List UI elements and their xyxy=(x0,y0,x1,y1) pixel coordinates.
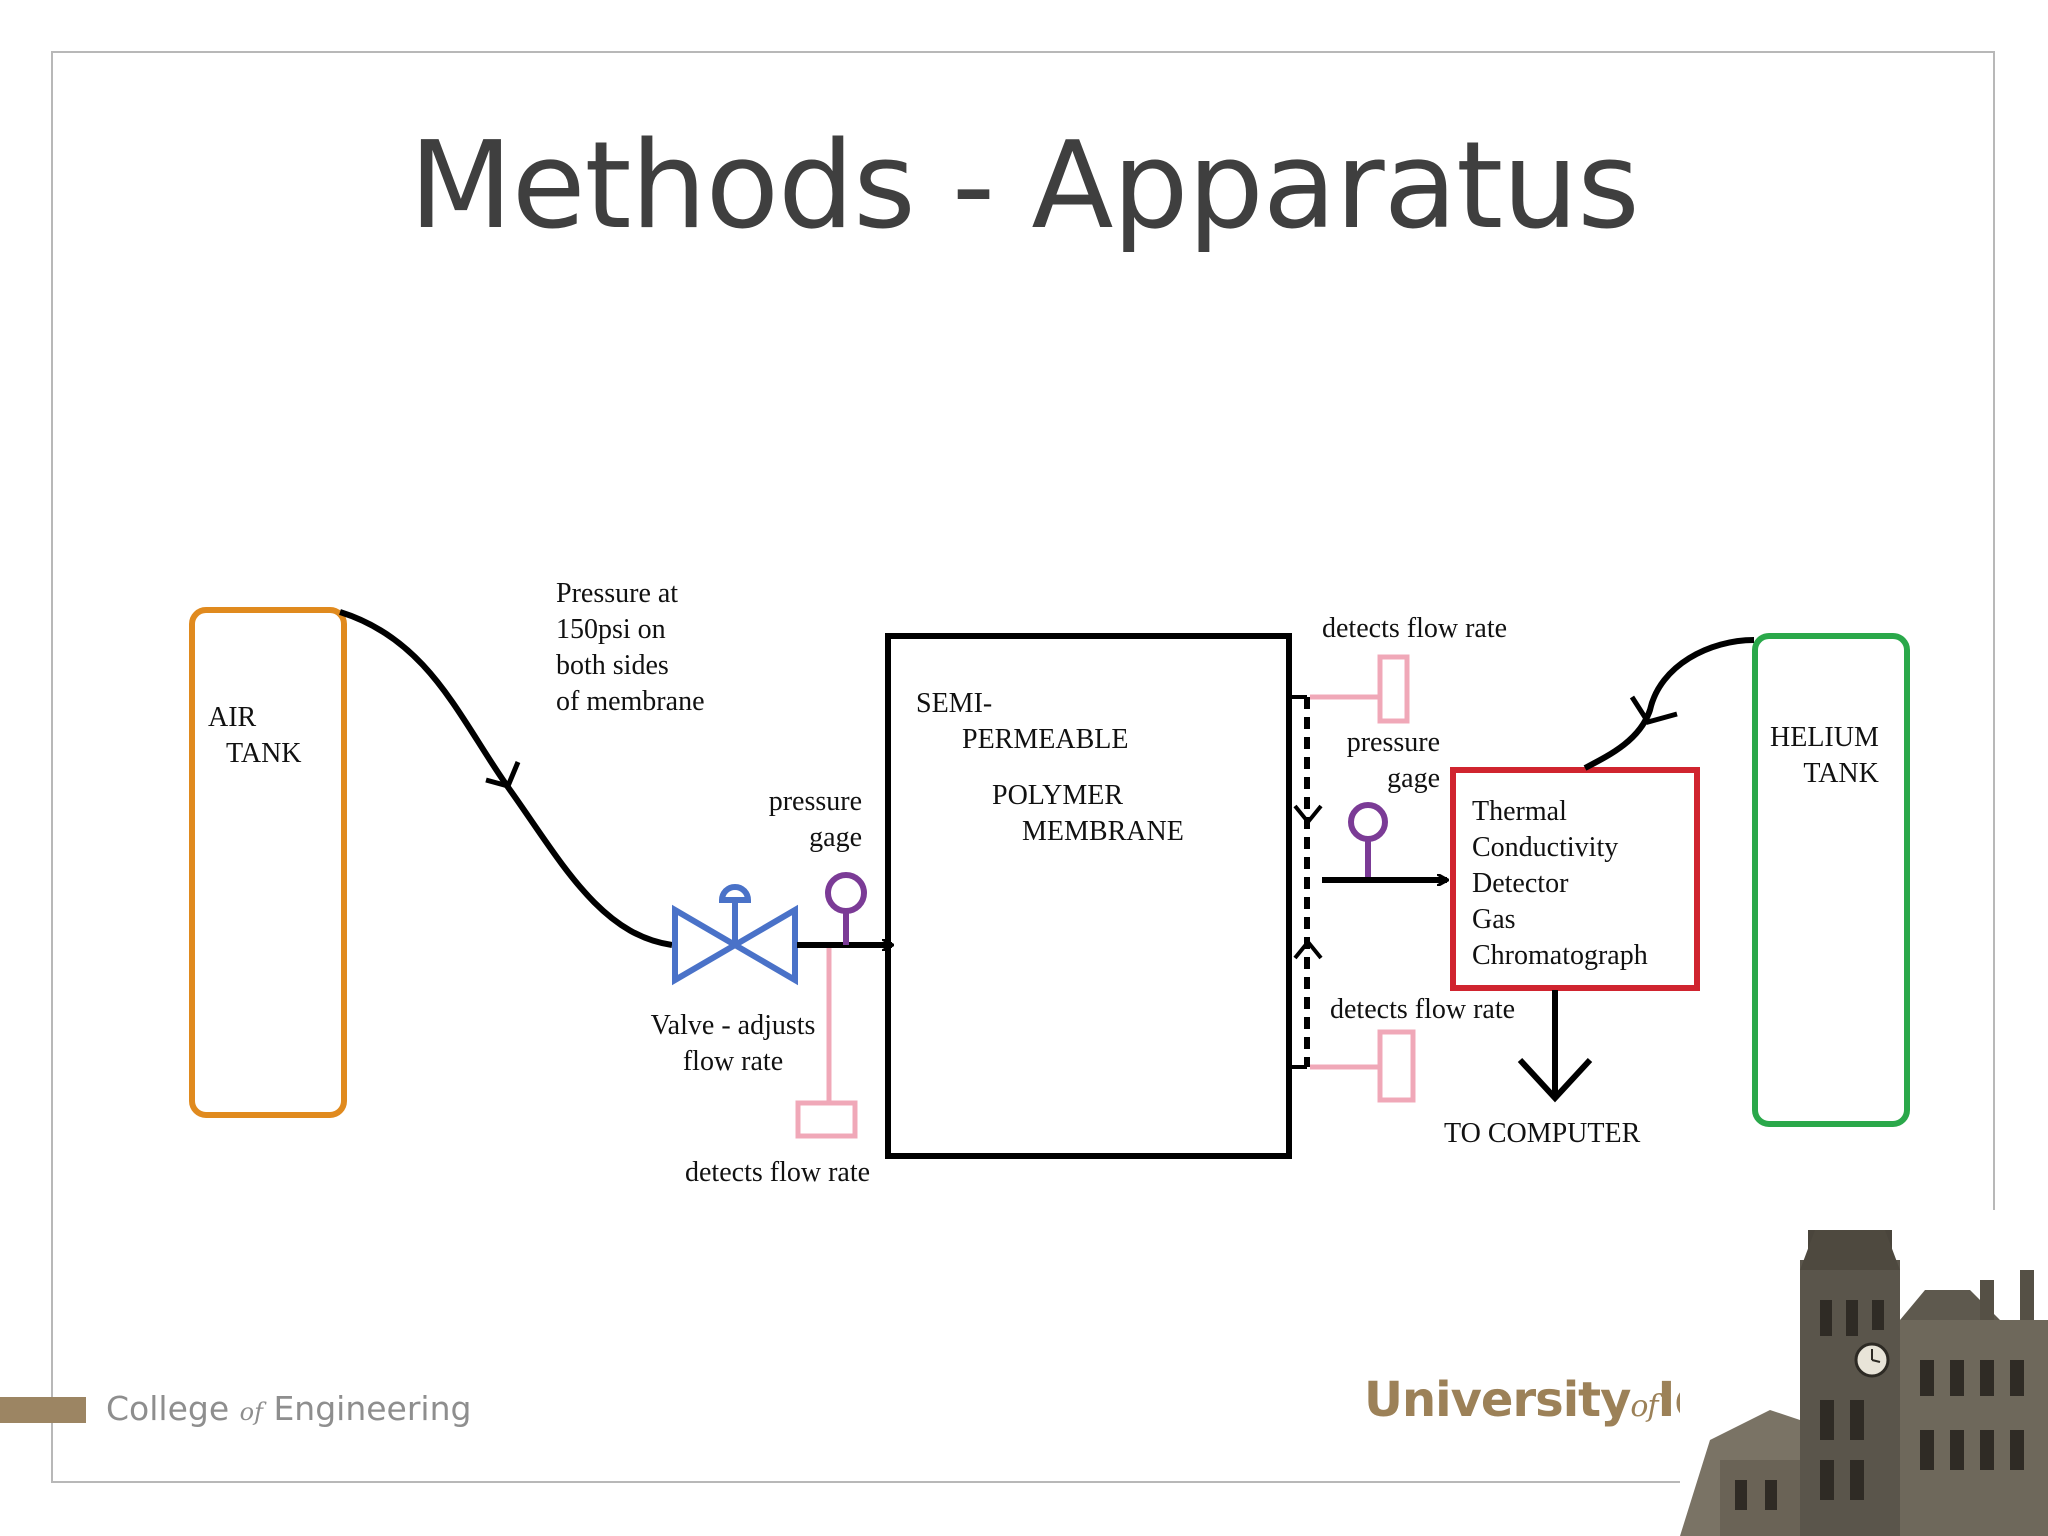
detector-label: Thermal Conductivity Detector Gas Chroma… xyxy=(1472,796,1648,971)
valve-label: Valve - adjusts flow rate xyxy=(650,1010,816,1077)
air-tank xyxy=(189,607,347,1118)
air-flow-arrow xyxy=(485,761,521,789)
helium-tank-label: HELIUM TANK xyxy=(1770,722,1879,789)
helium-supply-line xyxy=(1583,637,1755,771)
bottom-flow-label: detects flow rate xyxy=(1330,994,1516,1025)
inlet-flow-label: detects flow rate xyxy=(685,1157,871,1188)
helium-flow-arrow xyxy=(1629,695,1678,725)
air-tank-label: AIR TANK xyxy=(208,702,302,769)
helium-tank xyxy=(1752,633,1910,1127)
up-arrow xyxy=(1293,938,1323,960)
inlet-flow-sensor-icon xyxy=(795,948,858,1139)
membrane-box xyxy=(885,633,1292,1159)
footer-accent-bar xyxy=(0,1397,86,1423)
outlet-pressure-gage-icon xyxy=(1348,802,1388,877)
top-flow-label: detects flow rate xyxy=(1322,613,1508,644)
valve-icon xyxy=(672,884,798,986)
membrane-label: SEMI- PERMEABLE POLYMER MEMBRANE xyxy=(916,688,1184,847)
bottom-flow-sensor-icon xyxy=(1310,1029,1416,1103)
outlet-gage-label: pressure gage xyxy=(1346,727,1440,794)
college-of-engineering-logo: College of Engineering xyxy=(106,1389,472,1428)
slide-title: Methods - Apparatus xyxy=(409,117,1640,256)
computer-arrow xyxy=(1517,1057,1593,1103)
computer-label: TO COMPUTER xyxy=(1444,1118,1641,1149)
slide-frame xyxy=(51,51,1995,1483)
top-flow-sensor-icon xyxy=(1310,654,1410,724)
inlet-pressure-gage-icon xyxy=(825,872,867,945)
pressure-note: Pressure at 150psi on both sides of memb… xyxy=(556,578,705,717)
inlet-gage-label: pressure gage xyxy=(768,786,862,853)
detector-box xyxy=(1450,767,1700,991)
campus-building-image xyxy=(1680,1210,2048,1536)
down-arrow xyxy=(1293,804,1323,826)
air-supply-line xyxy=(339,609,673,948)
